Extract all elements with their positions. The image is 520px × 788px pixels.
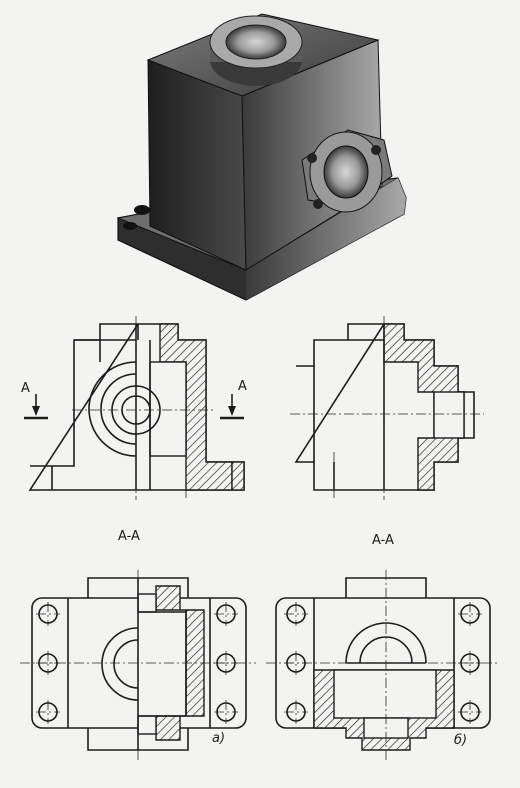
- section-title-right: A-A: [372, 533, 394, 548]
- plan-section-variant-a: а): [20, 570, 256, 760]
- cut-mark-left-label: A: [21, 381, 30, 396]
- section-title-left: A-A: [118, 529, 140, 544]
- isometric-part-illustration: [116, 13, 407, 301]
- cut-mark-right-label: A: [238, 379, 247, 394]
- variant-b-label: б): [454, 733, 467, 748]
- plan-section-variant-b: б): [266, 570, 500, 760]
- side-half-section-view: [290, 316, 484, 500]
- variant-a-label: а): [212, 731, 225, 746]
- front-half-section-view: A A: [21, 316, 247, 500]
